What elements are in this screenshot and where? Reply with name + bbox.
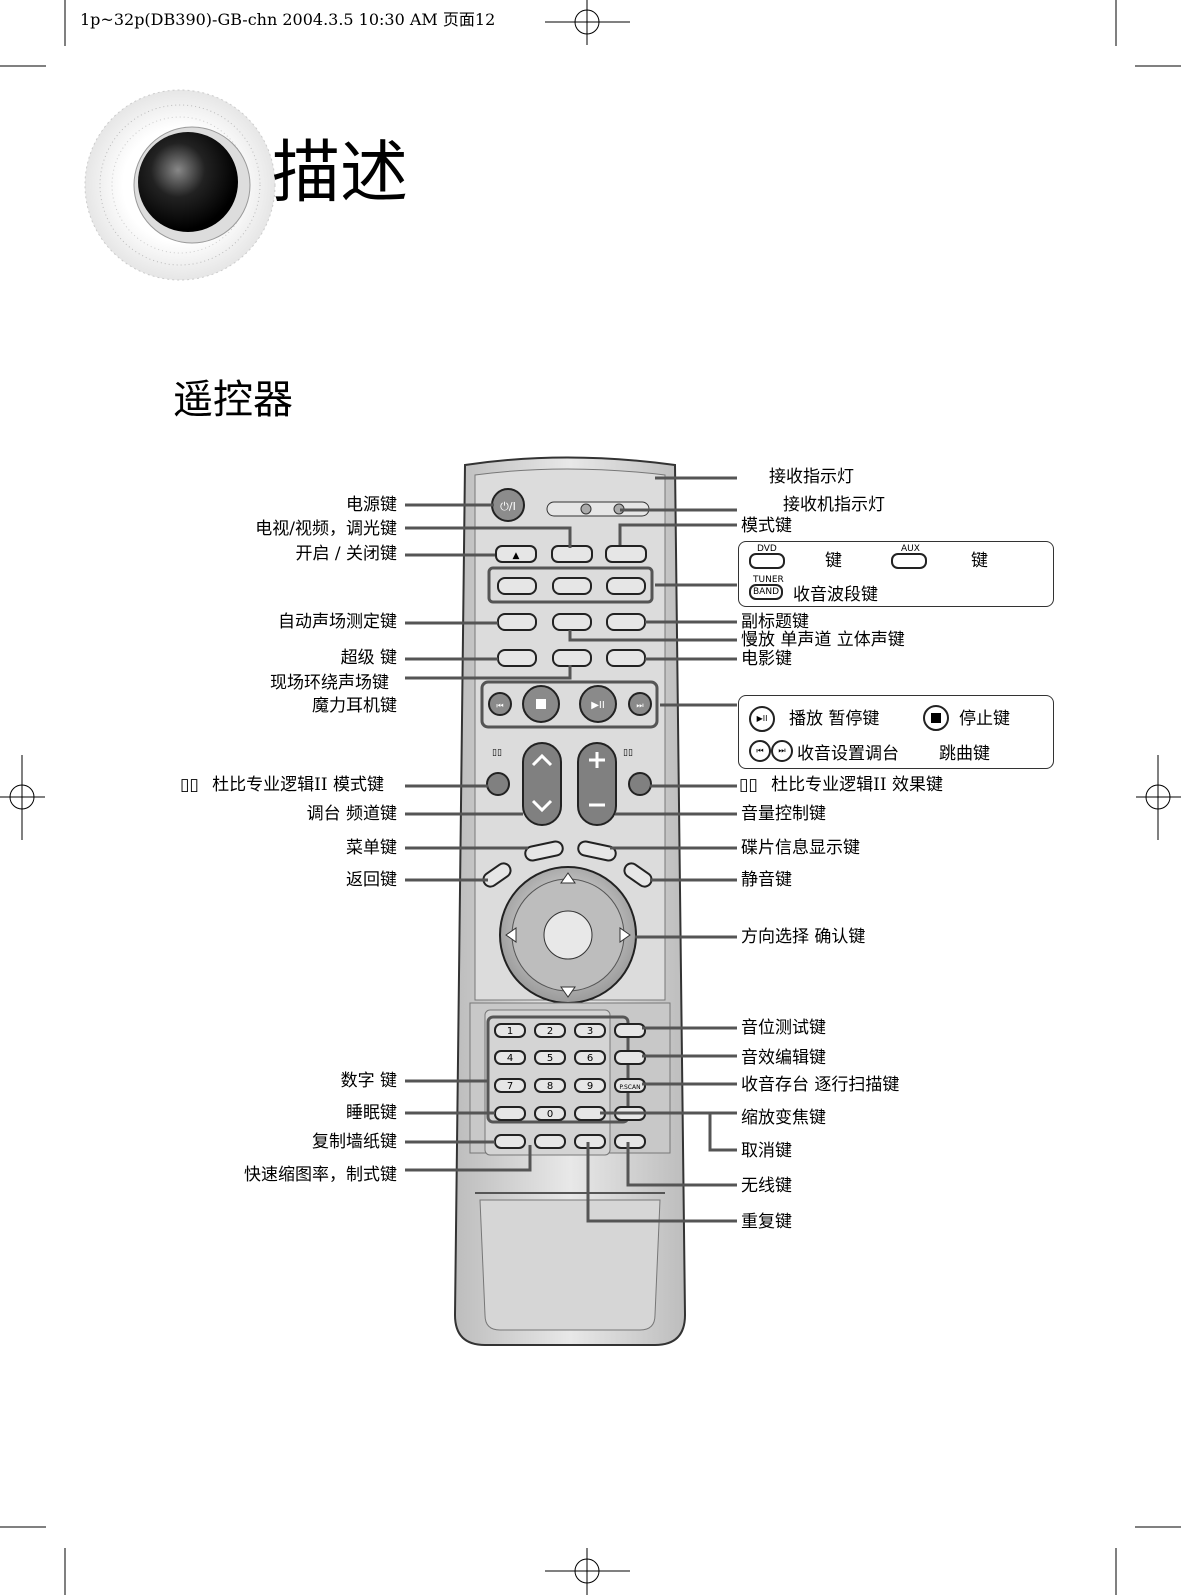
dolby-logo-icon: ▯▯ [739,775,758,795]
label-power-key: 电源键 [346,495,397,515]
svg-text:▯▯: ▯▯ [623,748,633,758]
dolby-icon-left: ▯▯ 杜比专业逻辑II 模式键 [180,777,384,794]
stop-label: 停止键 [959,709,1010,729]
svg-text:⏻/I: ⏻/I [500,500,516,513]
svg-text:9: 9 [587,1081,593,1092]
svg-text:6: 6 [587,1053,593,1064]
label-open-close-key: 开启 / 关闭键 [295,544,397,564]
play-pause-label: 播放 暂停键 [789,709,880,729]
page-title: 描述 [272,134,409,213]
label-return-key: 返回键 [346,870,397,890]
label-headphone-key: 魔力耳机键 [312,696,397,716]
label-mode-key: 模式键 [741,516,792,536]
svg-text:1: 1 [507,1026,513,1037]
svg-text:▯▯: ▯▯ [492,748,502,758]
tuning-label: 收音设置调台 [797,744,899,764]
svg-text:5: 5 [547,1053,553,1064]
svg-text:3: 3 [587,1026,593,1037]
play-pause-icon: ▶II [749,706,775,732]
running-head: 1p~32p(DB390)-GB-chn 2004.3.5 10:30 AM 页… [80,10,496,29]
label-movie-key: 电影键 [741,649,792,669]
label-dolby-mode-key: 杜比专业逻辑II 模式键 [212,775,384,795]
label-tuning-channel-key: 调台 频道键 [306,804,397,824]
aux-button-icon [891,553,927,569]
svg-text:7: 7 [507,1081,513,1092]
label-auto-sound-key: 自动声场测定键 [278,612,397,632]
svg-text:▶II: ▶II [591,700,605,711]
label-subtitle-key: 副标题键 [741,612,809,632]
label-wireless-key: 无线键 [741,1176,792,1196]
label-sound-edit-key: 音效编辑键 [741,1048,826,1068]
label-remote-indicator: 接收指示灯 [769,467,854,487]
aux-tag: AUX [901,544,920,554]
svg-text:8: 8 [547,1081,553,1092]
label-dolby-effect-key: 杜比专业逻辑II 效果键 [771,775,943,795]
label-mute-key: 静音键 [741,870,792,890]
label-super-key: 超级 键 [340,648,397,668]
svg-text:⏮: ⏮ [496,701,503,710]
svg-text:0: 0 [547,1109,553,1120]
label-tv-video-dimmer-key: 电视/视频，调光键 [255,519,397,539]
label-ez-view-key: 快速缩图率，制式键 [244,1165,397,1185]
svg-text:2: 2 [547,1026,553,1037]
dvd-button-icon [749,553,785,569]
section-title: 遥控器 [173,377,293,423]
dvd-tag: DVD [757,544,777,554]
label-receiver-indicator: 接收机指示灯 [783,495,885,515]
label-cancel-key: 取消键 [741,1141,792,1161]
band-key-label: 收音波段键 [793,585,878,605]
dolby-logo-icon: ▯▯ [180,775,199,795]
label-info-key: 碟片信息显示键 [741,838,860,858]
svg-text:▲: ▲ [513,551,520,561]
label-volume-key: 音量控制键 [741,804,826,824]
label-copy-wallpaper-key: 复制墙纸键 [312,1132,397,1152]
svg-text:⏭: ⏭ [636,701,643,710]
label-direction-enter-key: 方向选择 确认键 [741,927,866,947]
svg-text:4: 4 [507,1053,513,1064]
skip-label: 跳曲键 [939,744,990,764]
label-preset-scan-key: 收音存台 逐行扫描键 [741,1075,900,1095]
speaker-graphic [84,89,276,281]
label-number-key: 数字 键 [340,1071,397,1091]
mode-key-box: DVD 键 AUX 键 TUNER BAND 收音波段键 [738,541,1054,607]
label-slow-mono-stereo-key: 慢放 单声道 立体声键 [741,630,905,650]
dolby-icon-right: ▯▯ 杜比专业逻辑II 效果键 [739,777,943,794]
dvd-key-label: 键 [825,551,842,571]
aux-key-label: 键 [971,551,988,571]
label-test-tone-key: 音位测试键 [741,1018,826,1038]
skip-back-icon: ⏮ [749,740,771,762]
band-button-icon: BAND [749,584,783,600]
skip-forward-icon: ⏭ [771,740,793,762]
label-sleep-key: 睡眠键 [346,1103,397,1123]
tuner-tag: TUNER [753,575,784,585]
svg-text:P.SCAN: P.SCAN [619,1084,640,1091]
playback-key-box: ▶II 播放 暂停键 停止键 ⏮ ⏭ 收音设置调台 跳曲键 [738,695,1054,769]
stop-icon [923,705,949,731]
label-repeat-key: 重复键 [741,1212,792,1232]
label-surround-key: 现场环绕声场键 [270,673,389,693]
label-menu-key: 菜单键 [346,838,397,858]
label-zoom-key: 缩放变焦键 [741,1108,826,1128]
